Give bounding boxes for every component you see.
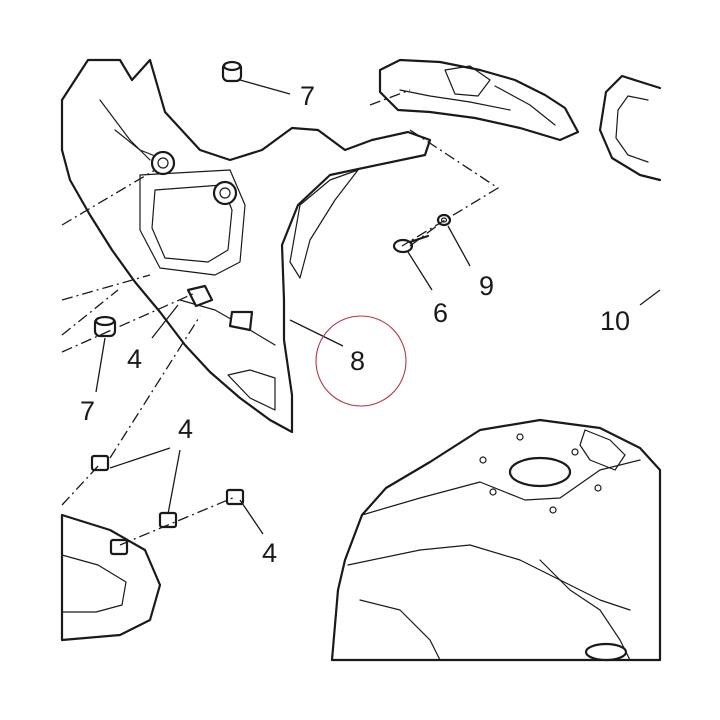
clip-nut-lower (109, 538, 129, 556)
callout-4-upper-left: 4 (127, 344, 142, 374)
grommet-top (221, 60, 243, 83)
callout-8-highlight-circle (315, 315, 407, 407)
left-frame-part (60, 58, 432, 434)
callout-10: 10 (600, 306, 630, 336)
grommet-left (93, 315, 117, 338)
lower-left-cover-part (60, 513, 162, 642)
screw-part (392, 234, 430, 254)
callout-7-left: 7 (80, 396, 95, 426)
callout-6: 6 (433, 298, 448, 328)
part-10-bracket (598, 74, 662, 182)
clip-nut-upper (90, 454, 110, 472)
callout-4-lower: 4 (262, 538, 277, 568)
callout-8: 8 (350, 346, 365, 376)
callout-7-top: 7 (300, 81, 315, 111)
upper-right-bracket-part (378, 58, 580, 142)
fuel-tank-part (330, 418, 662, 662)
callout-4-middle: 4 (178, 414, 193, 444)
clip-nut-right (225, 488, 245, 506)
callout-9: 9 (479, 271, 494, 301)
callout-leader-lines (95, 79, 661, 535)
assembly-guide-lines (61, 89, 500, 546)
